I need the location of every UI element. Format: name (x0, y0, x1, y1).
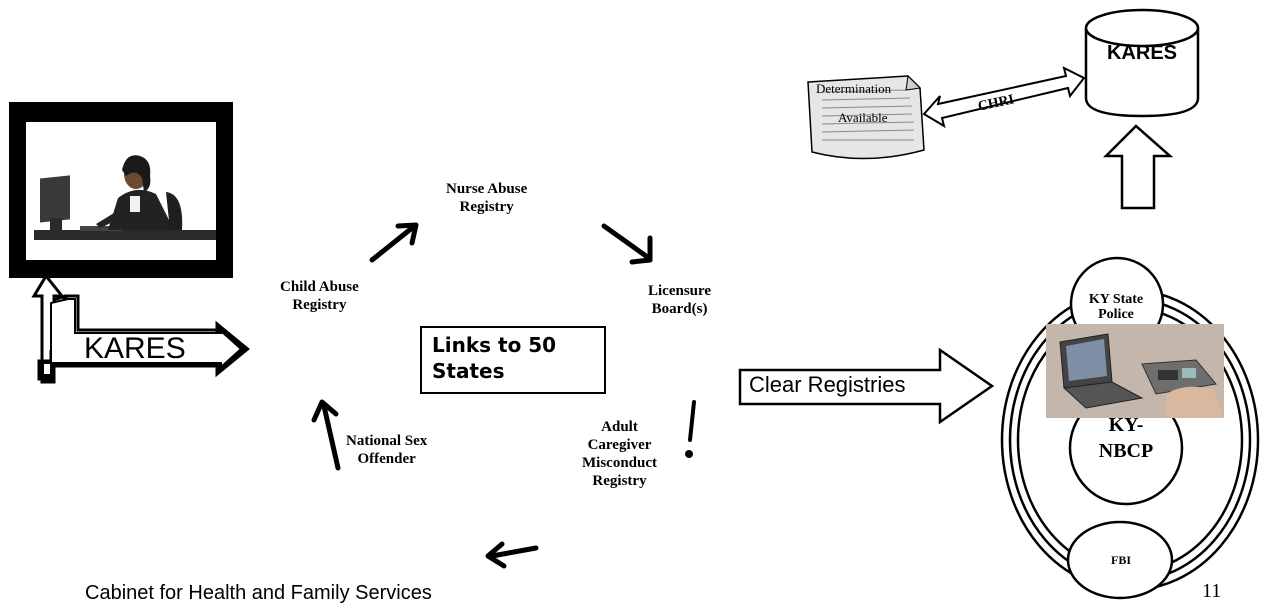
monitor-frame (9, 102, 233, 278)
determination-label: Determination (816, 81, 892, 96)
kares-arrow-label: KARES (84, 332, 186, 365)
fbi-label: FBI (1110, 553, 1131, 567)
kares-arrow-body (38, 294, 249, 380)
cycle-arrow-1 (369, 222, 419, 263)
available-label: Available (838, 110, 888, 125)
monitor-screen-photo (26, 122, 216, 260)
cycle-arrow-3 (685, 400, 696, 458)
slide-number: 11 (1202, 580, 1222, 602)
footer-organization: Cabinet for Health and Family Services (85, 582, 432, 604)
determination-document-shape (807, 74, 925, 160)
fbi-circle (1066, 520, 1174, 600)
cycle-arrow-2 (601, 223, 653, 265)
cycle-arrow-5 (311, 399, 341, 471)
kares-database-cylinder (1084, 8, 1200, 118)
clear-registries-label: Clear Registries (749, 372, 906, 397)
cycle-arrow-4 (485, 541, 539, 569)
clear-registries-arrow (738, 347, 995, 425)
laptop-fingerprint-illustration (1046, 324, 1224, 418)
woman-at-computer-illustration (26, 122, 216, 260)
up-arrow-to-database (1102, 124, 1174, 210)
ky-nbcp-label: KY-NBCP (1098, 414, 1154, 462)
kares-database-label: KARES (1106, 42, 1177, 64)
fingerprint-scanner-photo (1046, 324, 1224, 418)
chri-double-arrow (922, 66, 1086, 129)
